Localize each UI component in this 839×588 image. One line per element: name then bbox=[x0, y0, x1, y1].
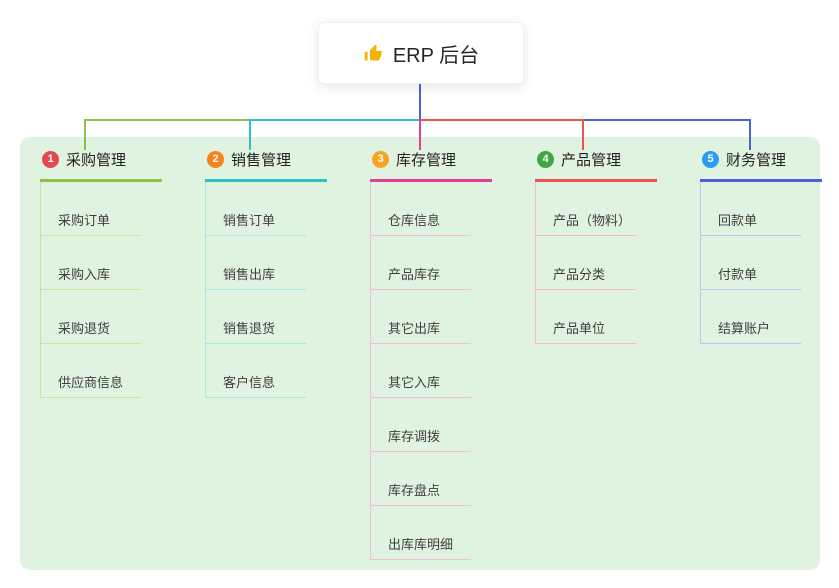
child-node[interactable]: 产品（物料） bbox=[536, 182, 636, 236]
child-node[interactable]: 仓库信息 bbox=[371, 182, 471, 236]
child-node[interactable]: 产品分类 bbox=[536, 236, 636, 290]
branch-number-badge: 3 bbox=[372, 151, 389, 168]
child-node-label: 库存盘点 bbox=[388, 483, 441, 498]
child-node-label: 客户信息 bbox=[223, 375, 276, 390]
branch-children: 回款单付款单结算账户 bbox=[700, 182, 801, 344]
child-node-label: 采购入库 bbox=[58, 267, 111, 282]
child-node-label: 产品单位 bbox=[553, 321, 606, 336]
child-node[interactable]: 其它出库 bbox=[371, 290, 471, 344]
child-node-label: 库存调拨 bbox=[388, 429, 441, 444]
child-node-label: 销售退货 bbox=[223, 321, 276, 336]
child-node[interactable]: 库存盘点 bbox=[371, 452, 471, 506]
child-node-label: 产品分类 bbox=[553, 267, 606, 282]
branch-title[interactable]: 1 采购管理 bbox=[40, 145, 162, 182]
branch-children: 仓库信息产品库存其它出库其它入库库存调拨库存盘点出库库明细 bbox=[370, 182, 471, 560]
branch-title[interactable]: 4 产品管理 bbox=[535, 145, 657, 182]
branch-number-badge: 2 bbox=[207, 151, 224, 168]
root-node[interactable]: ERP 后台 bbox=[318, 22, 524, 84]
branch-title-label: 库存管理 bbox=[396, 152, 457, 169]
branch: 4 产品管理 产品（物料） 产品分类产品单位 bbox=[535, 145, 657, 344]
root-node-label: ERP 后台 bbox=[392, 44, 480, 67]
child-node[interactable]: 付款单 bbox=[701, 236, 801, 290]
child-node[interactable]: 销售出库 bbox=[206, 236, 306, 290]
child-node[interactable]: 其它入库 bbox=[371, 344, 471, 398]
child-node[interactable]: 采购入库 bbox=[41, 236, 141, 290]
child-node[interactable]: 采购退货 bbox=[41, 290, 141, 344]
branch-title[interactable]: 2 销售管理 bbox=[205, 145, 327, 182]
child-node[interactable]: 出库库明细 bbox=[371, 506, 471, 560]
branch-title-label: 财务管理 bbox=[726, 152, 787, 169]
child-node-label: 采购订单 bbox=[58, 213, 111, 228]
branch: 5 财务管理 回款单付款单结算账户 bbox=[700, 145, 822, 344]
branch-number-badge: 5 bbox=[702, 151, 719, 168]
branch-children: 采购订单采购入库采购退货供应商信息 bbox=[40, 182, 141, 398]
branch-title-label: 采购管理 bbox=[66, 152, 127, 169]
child-node-label: 出库库明细 bbox=[388, 537, 454, 552]
branch-title[interactable]: 5 财务管理 bbox=[700, 145, 822, 182]
child-node-label: 销售出库 bbox=[223, 267, 276, 282]
child-node[interactable]: 客户信息 bbox=[206, 344, 306, 398]
child-node[interactable]: 供应商信息 bbox=[41, 344, 141, 398]
child-node-label: 供应商信息 bbox=[58, 375, 124, 390]
thumbs-up-icon bbox=[363, 43, 384, 64]
branch-number-badge: 1 bbox=[42, 151, 59, 168]
branch-title-label: 产品管理 bbox=[561, 152, 622, 169]
child-node[interactable]: 采购订单 bbox=[41, 182, 141, 236]
branch-title[interactable]: 3 库存管理 bbox=[370, 145, 492, 182]
child-node-label: 产品库存 bbox=[388, 267, 441, 282]
child-node-label: 产品（物料） bbox=[553, 213, 632, 228]
child-node-label: 其它入库 bbox=[388, 375, 441, 390]
mindmap-panel: 1 采购管理 采购订单采购入库采购退货供应商信息 2 销售管理 销售订单销售出库… bbox=[20, 137, 822, 570]
branch: 1 采购管理 采购订单采购入库采购退货供应商信息 bbox=[40, 145, 162, 398]
child-node-label: 结算账户 bbox=[718, 321, 771, 336]
child-node-label: 回款单 bbox=[718, 213, 758, 228]
child-node-label: 其它出库 bbox=[388, 321, 441, 336]
child-node[interactable]: 结算账户 bbox=[701, 290, 801, 344]
child-node[interactable]: 库存调拨 bbox=[371, 398, 471, 452]
branch-children: 产品（物料） 产品分类产品单位 bbox=[535, 182, 636, 344]
branch: 3 库存管理 仓库信息产品库存其它出库其它入库库存调拨库存盘点出库库明细 bbox=[370, 145, 492, 560]
child-node[interactable]: 销售订单 bbox=[206, 182, 306, 236]
child-node-label: 付款单 bbox=[718, 267, 758, 282]
child-node-label: 仓库信息 bbox=[388, 213, 441, 228]
child-node[interactable]: 销售退货 bbox=[206, 290, 306, 344]
child-node[interactable]: 产品单位 bbox=[536, 290, 636, 344]
thumbs-up-path bbox=[364, 44, 383, 60]
child-node[interactable]: 回款单 bbox=[701, 182, 801, 236]
child-node-label: 销售订单 bbox=[223, 213, 276, 228]
branch-children: 销售订单销售出库销售退货客户信息 bbox=[205, 182, 306, 398]
branch-number-badge: 4 bbox=[537, 151, 554, 168]
branch: 2 销售管理 销售订单销售出库销售退货客户信息 bbox=[205, 145, 327, 398]
child-node[interactable]: 产品库存 bbox=[371, 236, 471, 290]
child-node-label: 采购退货 bbox=[58, 321, 111, 336]
branch-title-label: 销售管理 bbox=[231, 152, 292, 169]
